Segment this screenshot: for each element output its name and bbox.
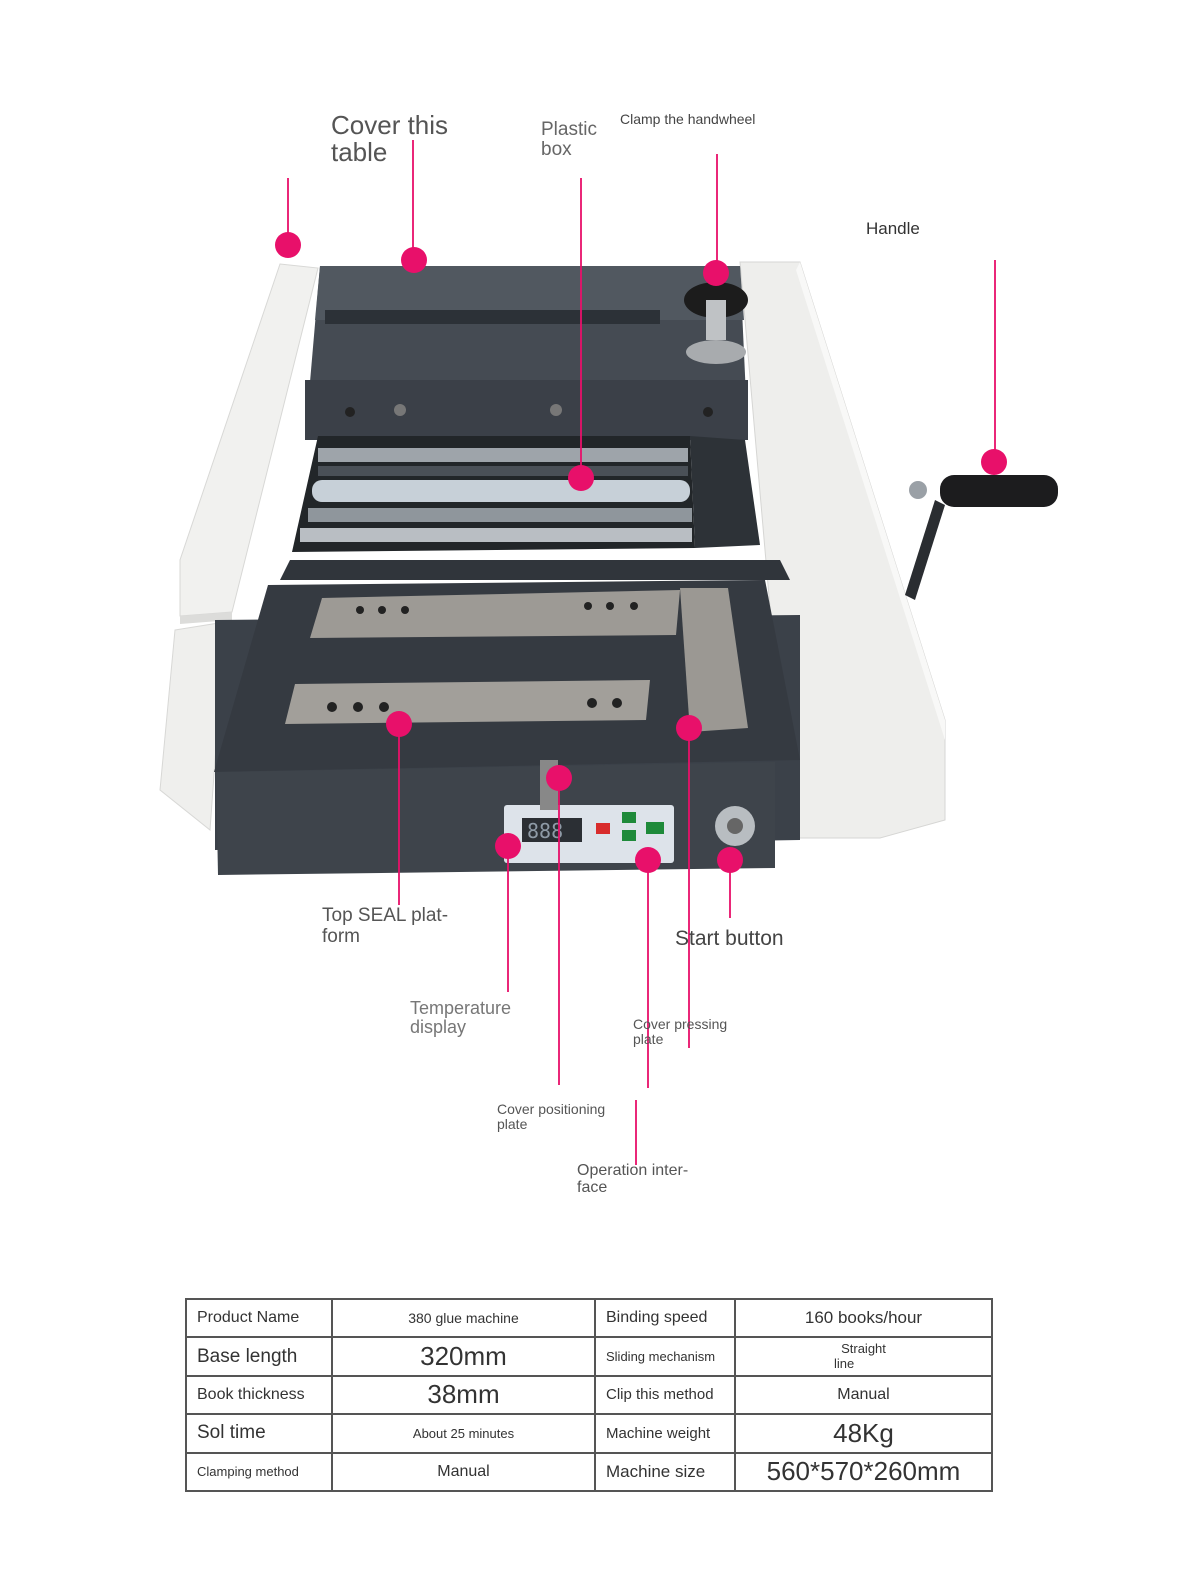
- label-top-seal-platform: Top SEAL plat- form: [322, 905, 449, 948]
- spec-key: Clamping method: [185, 1451, 333, 1493]
- spec-key: Base length: [185, 1336, 333, 1377]
- spec-key: Product Name: [185, 1297, 333, 1339]
- spec-value: Manual: [331, 1451, 596, 1493]
- callout-dot: [386, 711, 412, 737]
- spec-value: Straight line: [734, 1336, 993, 1377]
- spec-key: Machine size: [594, 1451, 736, 1493]
- table-row: Product Name 380 glue machine Binding sp…: [185, 1297, 993, 1339]
- label-cover-pressing-plate: Cover pressing plate: [633, 1017, 727, 1046]
- callout-dot: [546, 765, 572, 791]
- label-line: Plastic: [541, 119, 597, 140]
- spec-key: Sol time: [185, 1413, 333, 1454]
- callout-dot: [717, 847, 743, 873]
- label-start-button: Start button: [675, 927, 784, 950]
- callout-dot: [676, 715, 702, 741]
- table-row: Book thickness 38mm Clip this method Man…: [185, 1374, 993, 1416]
- table-row: Clamping method Manual Machine size 560*…: [185, 1451, 993, 1493]
- spec-value: 380 glue machine: [331, 1297, 596, 1339]
- panel-display: 888: [527, 819, 563, 843]
- label-line: Temperature: [410, 998, 512, 1018]
- label-line: plate: [633, 1030, 664, 1047]
- clamp-plate-upper: [310, 590, 680, 638]
- callout-dot: [703, 260, 729, 286]
- front-panel: [216, 762, 775, 875]
- label-line: Cover pressing: [633, 1016, 728, 1032]
- spec-key: Sliding mechanism: [594, 1336, 736, 1377]
- spec-value: 48Kg: [734, 1413, 993, 1454]
- left-lower-panel: [159, 621, 226, 831]
- clamp-plate-lower: [285, 680, 650, 724]
- spec-key: Machine weight: [594, 1413, 736, 1454]
- spec-table: Product Name 380 glue machine Binding sp…: [185, 1297, 993, 1493]
- spec-value: 560*570*260mm: [734, 1451, 993, 1493]
- label-line: display: [410, 1016, 467, 1037]
- label-line: face: [577, 1178, 608, 1196]
- callout-dot: [495, 833, 521, 859]
- label-cover-table: Cover this table: [331, 110, 449, 168]
- label-cover-positioning-plate: Cover positioning plate: [497, 1102, 605, 1131]
- label-line: Cover positioning: [497, 1101, 606, 1117]
- label-temperature-display: Temperature display: [410, 999, 511, 1037]
- crank-grip: [940, 475, 1058, 507]
- spec-key: Clip this method: [594, 1374, 736, 1416]
- label-handle: Handle: [866, 219, 920, 238]
- spec-value: About 25 minutes: [331, 1413, 596, 1454]
- label-line: form: [322, 925, 360, 947]
- spec-key: Book thickness: [185, 1374, 333, 1416]
- label-clamp-handwheel: Clamp the handwheel: [620, 111, 756, 127]
- spec-value-line: line: [834, 1355, 855, 1371]
- label-line: Cover this: [331, 110, 449, 140]
- callout-dot: [275, 232, 301, 258]
- spec-key: Binding speed: [594, 1297, 736, 1339]
- spec-value: 38mm: [331, 1374, 596, 1416]
- table-row: Base length 320mm Sliding mechanism Stra…: [185, 1336, 993, 1377]
- label-line: Top SEAL plat-: [322, 905, 449, 926]
- spec-value: Manual: [734, 1374, 993, 1416]
- table-row: Sol time About 25 minutes Machine weight…: [185, 1413, 993, 1454]
- label-plastic-box: Plastic box: [541, 120, 597, 160]
- spec-value: 160 books/hour: [734, 1297, 993, 1339]
- spec-value: 320mm: [331, 1336, 596, 1377]
- label-line: Operation inter-: [577, 1162, 689, 1179]
- label-line: table: [331, 137, 388, 168]
- callout-dot: [981, 449, 1007, 475]
- label-line: box: [541, 138, 572, 160]
- label-operation-interface: Operation inter- face: [577, 1162, 689, 1197]
- spec-value-line: Straight: [841, 1341, 886, 1357]
- callout-dot: [568, 465, 594, 491]
- callout-dot: [635, 847, 661, 873]
- label-line: plate: [497, 1115, 528, 1132]
- callout-dot: [401, 247, 427, 273]
